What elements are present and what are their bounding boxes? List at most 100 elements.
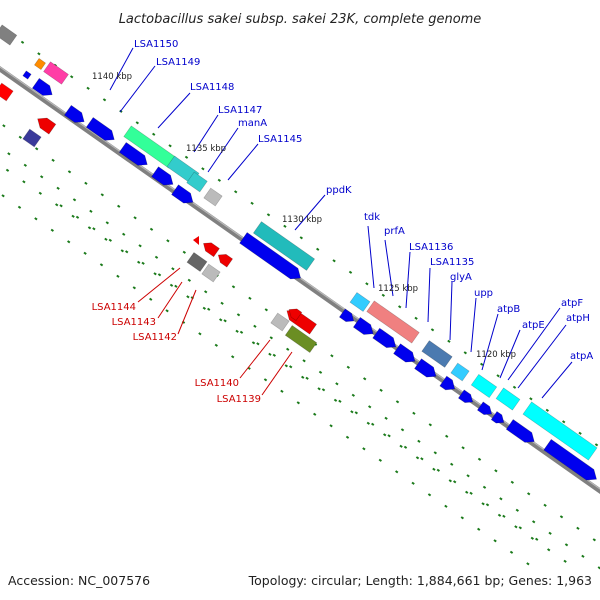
- label-leader-line: [470, 297, 477, 353]
- tick-mark: [272, 353, 276, 357]
- label-leader-line: [157, 92, 191, 129]
- tick-mark: [154, 255, 159, 259]
- reverse-gene-block: [0, 82, 14, 102]
- tick-mark: [348, 270, 353, 274]
- tick-mark: [289, 365, 293, 369]
- tick-mark: [84, 181, 88, 185]
- tick-mark: [399, 444, 403, 448]
- tick-mark: [578, 431, 582, 435]
- tick-mark: [105, 221, 109, 225]
- gene-block-olive: [284, 325, 318, 353]
- tick-mark: [122, 232, 126, 236]
- tick-mark: [263, 378, 268, 382]
- tick-mark: [133, 216, 137, 220]
- tick-mark: [450, 462, 454, 466]
- tick-mark: [395, 400, 400, 404]
- tick-mark: [67, 240, 71, 244]
- forward-gene-arrow: [505, 419, 535, 443]
- tick-mark: [149, 297, 153, 301]
- tick-mark: [433, 451, 437, 455]
- tick-mark: [37, 52, 41, 56]
- tick-mark: [264, 308, 268, 312]
- tick-mark: [368, 405, 372, 409]
- tick-mark: [184, 155, 189, 159]
- tick-mark: [509, 550, 514, 554]
- tick-mark: [266, 213, 271, 217]
- label-leader-line: [193, 114, 219, 153]
- tick-mark: [71, 214, 75, 218]
- label-leader-line: [481, 313, 499, 371]
- forward-gene-label: ppdK: [326, 185, 352, 196]
- label-leader-line: [261, 351, 293, 396]
- tick-mark: [284, 364, 288, 368]
- tick-mark: [338, 399, 342, 403]
- label-leader-line: [384, 239, 394, 297]
- forward-gene-arrow: [372, 327, 397, 348]
- tick-mark: [168, 144, 172, 148]
- tick-mark: [317, 387, 321, 391]
- reverse-gene-arrow: [217, 254, 234, 268]
- scale-label: 1125 kbp: [378, 284, 418, 294]
- gene-block-darkgrey: [186, 252, 208, 272]
- tick-mark: [469, 491, 473, 495]
- tick-mark: [321, 388, 326, 392]
- gene-block-navy: [22, 128, 42, 148]
- tick-mark: [99, 263, 104, 267]
- forward-gene-arrow: [85, 117, 115, 141]
- tick-mark: [149, 227, 154, 231]
- tick-mark: [22, 180, 26, 184]
- tick-mark: [494, 469, 498, 473]
- gene-block-steel: [421, 340, 453, 368]
- tick-mark: [576, 526, 580, 530]
- gene-features: [0, 24, 598, 481]
- tick-mark: [427, 493, 432, 497]
- tick-mark: [125, 250, 129, 254]
- forward-gene-label: glyA: [450, 272, 472, 283]
- reverse-gene-label: LSA1140: [195, 378, 239, 389]
- tick-mark: [2, 124, 6, 128]
- tick-mark: [231, 355, 235, 359]
- tick-mark: [234, 190, 238, 194]
- tick-mark: [55, 203, 59, 207]
- gene-block-cyan: [495, 387, 521, 411]
- forward-gene-label: atpA: [570, 351, 593, 362]
- forward-gene-arrow: [457, 389, 474, 403]
- tick-mark: [34, 217, 38, 221]
- tick-mark: [250, 201, 254, 205]
- tick-mark: [535, 537, 539, 541]
- tick-mark: [335, 382, 339, 386]
- forward-gene-arrow: [476, 401, 493, 415]
- forward-gene-arrow: [393, 343, 416, 363]
- label-leader-line: [227, 143, 259, 181]
- forward-gene-arrow: [439, 375, 456, 391]
- tick-mark: [559, 515, 564, 519]
- tick-mark: [51, 158, 55, 162]
- tick-mark: [302, 359, 306, 363]
- tick-mark: [100, 193, 104, 197]
- label-leader-line: [137, 267, 181, 303]
- tick-mark: [217, 178, 221, 182]
- tick-mark: [363, 377, 367, 381]
- tick-mark: [514, 525, 518, 529]
- tick-mark: [18, 135, 22, 139]
- label-leader-line: [405, 251, 411, 309]
- scale-label: 1135 kbp: [186, 144, 226, 154]
- tick-mark: [299, 236, 303, 240]
- forward-gene-label: atpB: [497, 304, 520, 315]
- gene-block-teal: [186, 171, 208, 193]
- tick-mark: [466, 474, 470, 478]
- tick-mark: [366, 421, 370, 425]
- tick-mark: [432, 467, 436, 471]
- tick-mark: [220, 301, 224, 305]
- tick-mark: [235, 329, 239, 333]
- forward-gene-arrow: [414, 358, 437, 378]
- label-leader-line: [507, 307, 561, 381]
- forward-gene-label: prfA: [384, 226, 405, 237]
- tick-mark: [332, 259, 336, 263]
- label-leader-line: [499, 329, 521, 379]
- forward-gene-label: tdk: [364, 212, 380, 223]
- label-leader-line: [541, 361, 573, 399]
- accession-label: Accession: NC_007576: [8, 573, 150, 588]
- tick-mark: [89, 209, 93, 213]
- tick-mark: [280, 389, 284, 393]
